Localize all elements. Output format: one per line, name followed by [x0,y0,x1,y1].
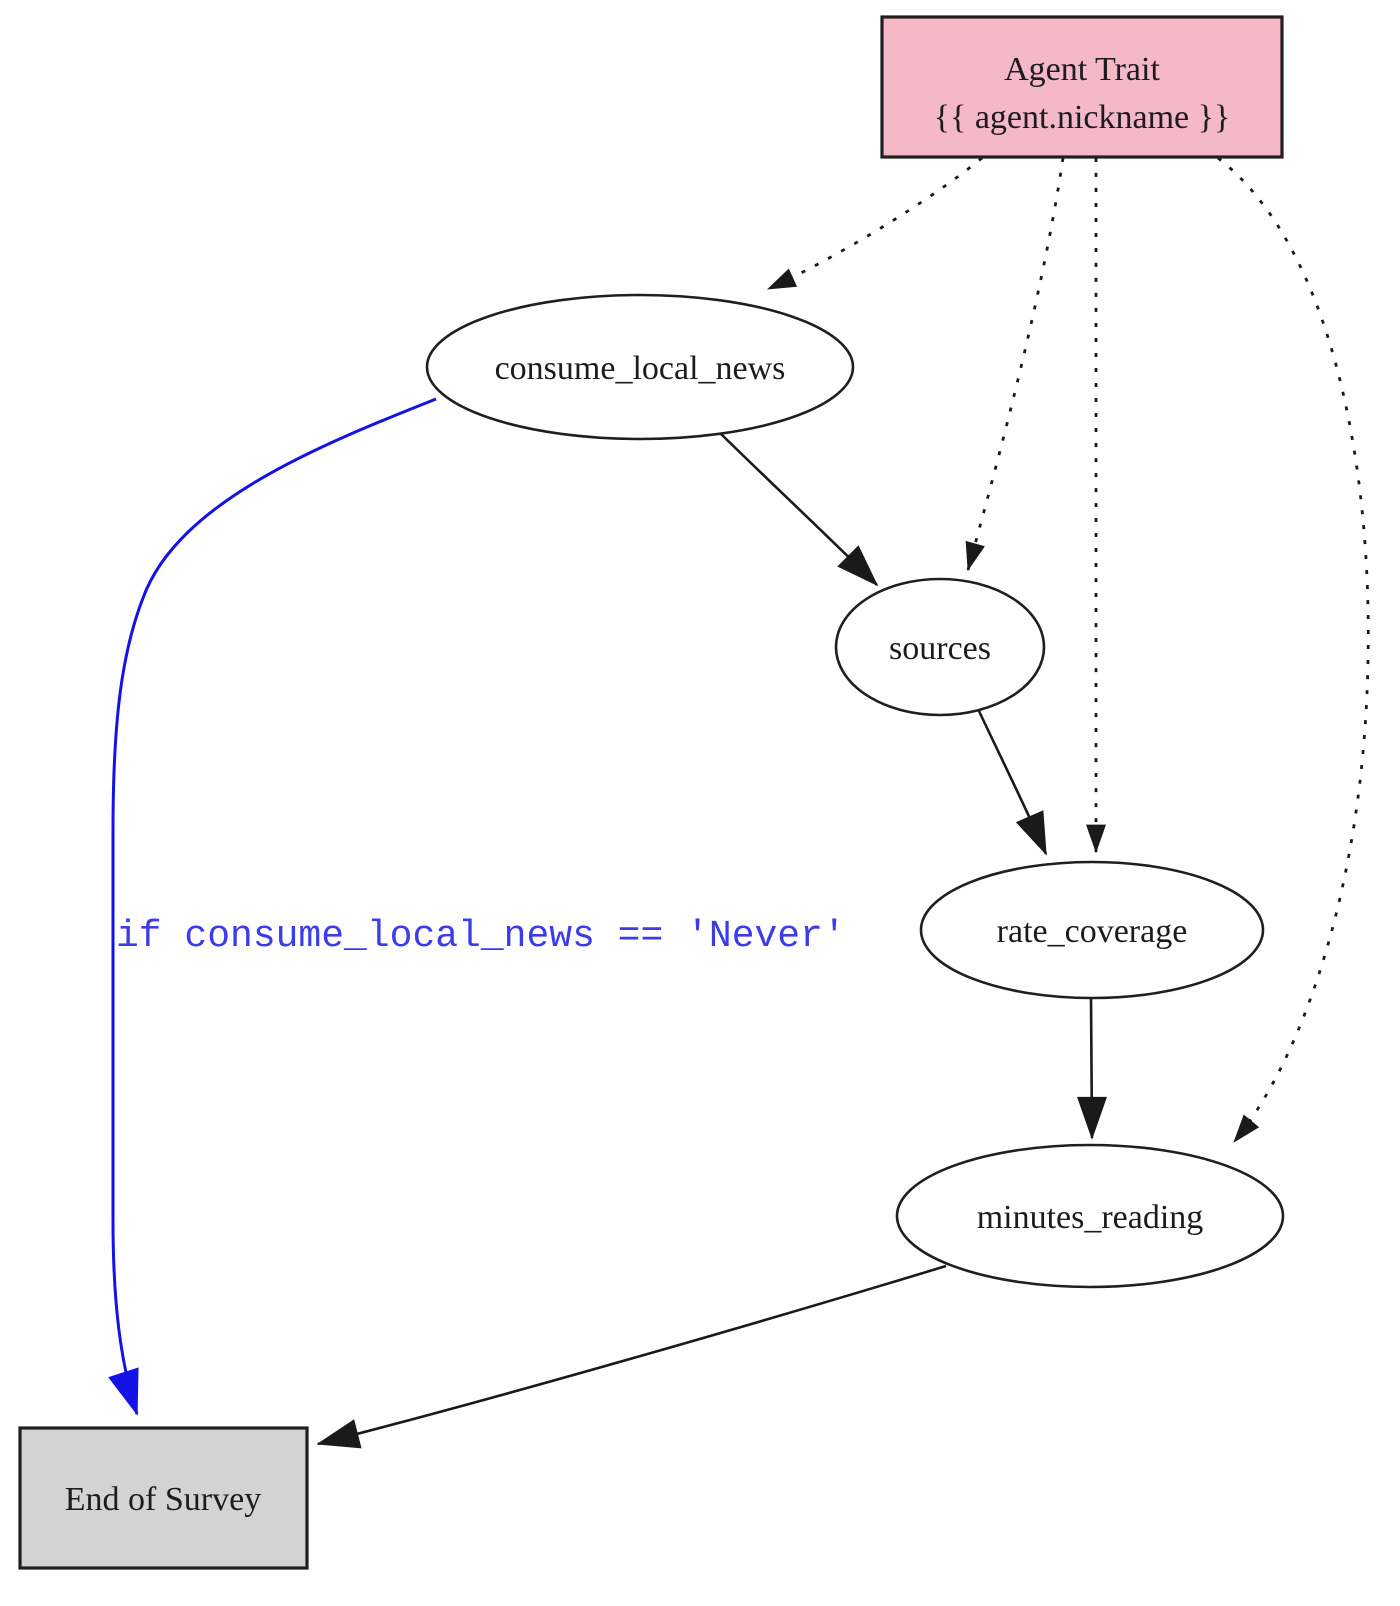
sources-label: sources [889,630,991,667]
node-rate-coverage: rate_coverage [919,860,1265,1000]
node-sources: sources [834,577,1046,717]
minutes-reading-label: minutes_reading [977,1199,1204,1236]
edge-sources-to-rate-coverage [977,710,1048,856]
edge-skip-consume-local-news-to-end-of-survey [108,397,437,1416]
sources-ellipse [834,577,1046,717]
edge-agent-trait-to-sources [965,157,1065,572]
end-of-survey-box [18,1426,309,1570]
rate-coverage-ellipse [919,860,1265,1000]
edge-consume-local-news-to-sources [719,432,879,587]
minutes-reading-ellipse [895,1143,1285,1289]
skip-condition-label: if consume_local_news == 'Never' [116,915,846,958]
edge-rate-coverage-to-minutes-reading [1076,997,1107,1140]
edges-layer: if consume_local_news == 'Never' [108,156,1370,1449]
end-of-survey-label: End of Survey [65,1481,261,1518]
edge-minutes-reading-to-end-of-survey [316,1264,947,1449]
agent-trait-box [880,15,1284,159]
consume-local-news-label: consume_local_news [495,350,786,387]
node-consume-local-news: consume_local_news [425,293,855,441]
agent-trait-sublabel: {{ agent.nickname }} [934,99,1231,136]
edge-agent-trait-to-consume-local-news [766,156,983,291]
nodes-layer: Agent Trait {{ agent.nickname }} consume… [18,15,1285,1570]
consume-local-news-ellipse [425,293,855,441]
rate-coverage-label: rate_coverage [997,913,1188,950]
node-minutes-reading: minutes_reading [895,1143,1285,1289]
agent-trait-label: Agent Trait [1004,51,1160,88]
node-agent-trait: Agent Trait {{ agent.nickname }} [880,15,1284,159]
node-end-of-survey: End of Survey [18,1426,309,1570]
edge-agent-trait-to-minutes-reading [1217,156,1370,1143]
